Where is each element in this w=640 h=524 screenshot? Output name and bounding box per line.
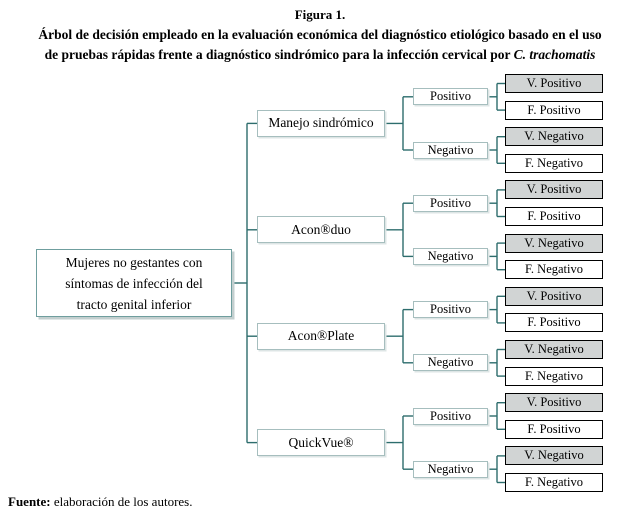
outcome-node: V. Positivo [505,393,603,413]
branch-node: Acon®Plate [257,322,385,350]
figure-title-line2: de pruebas rápidas frente a diagnóstico … [44,47,514,62]
result-node: Positivo [413,194,488,212]
result-node: Negativo [413,247,488,265]
result-node: Positivo [413,407,488,425]
result-node: Positivo [413,88,488,106]
figure-title: Árbol de decisión empleado en la evaluac… [0,25,640,65]
figure-title-line1: Árbol de decisión empleado en la evaluac… [38,27,602,42]
root-node-line: tracto genital inferior [76,296,192,312]
result-node: Negativo [413,141,488,159]
root-node-line: Mujeres no gestantes con [65,254,203,270]
root-node-line: síntomas de infección del [65,275,203,291]
figure-title-block: Figura 1. Árbol de decisión empleado en … [0,6,640,65]
result-node: Negativo [413,354,488,372]
root-node: Mujeres no gestantes con síntomas de infe… [36,249,232,317]
outcome-node: F. Negativo [505,260,603,280]
species-name: C. trachomatis [513,47,596,62]
outcome-node: V. Negativo [505,127,603,147]
outcome-node: F. Negativo [505,366,603,386]
outcome-node: V. Positivo [505,180,603,200]
outcome-node: F. Positivo [505,100,603,120]
source-note: Fuente: elaboración de los autores. [8,494,192,510]
outcome-node: F. Positivo [505,419,603,439]
outcome-node: F. Positivo [505,207,603,226]
branch-node: Manejo sindrómico [257,109,385,137]
outcome-node: F. Positivo [505,313,603,333]
source-text: elaboración de los autores. [50,494,193,509]
figure-label: Figura 1. [294,7,346,22]
outcome-node: V. Negativo [505,340,603,359]
outcome-node: V. Positivo [505,74,603,93]
result-node: Positivo [413,301,488,319]
outcome-node: V. Negativo [505,446,603,466]
source-label: Fuente: [8,494,51,509]
branch-node: QuickVue® [257,429,385,457]
outcome-node: V. Negativo [505,233,603,253]
outcome-node: V. Positivo [505,286,603,306]
outcome-node: F. Negativo [505,153,603,173]
branch-node: Acon®duo [257,216,385,244]
outcome-node: F. Negativo [505,473,603,492]
result-node: Negativo [413,460,488,478]
